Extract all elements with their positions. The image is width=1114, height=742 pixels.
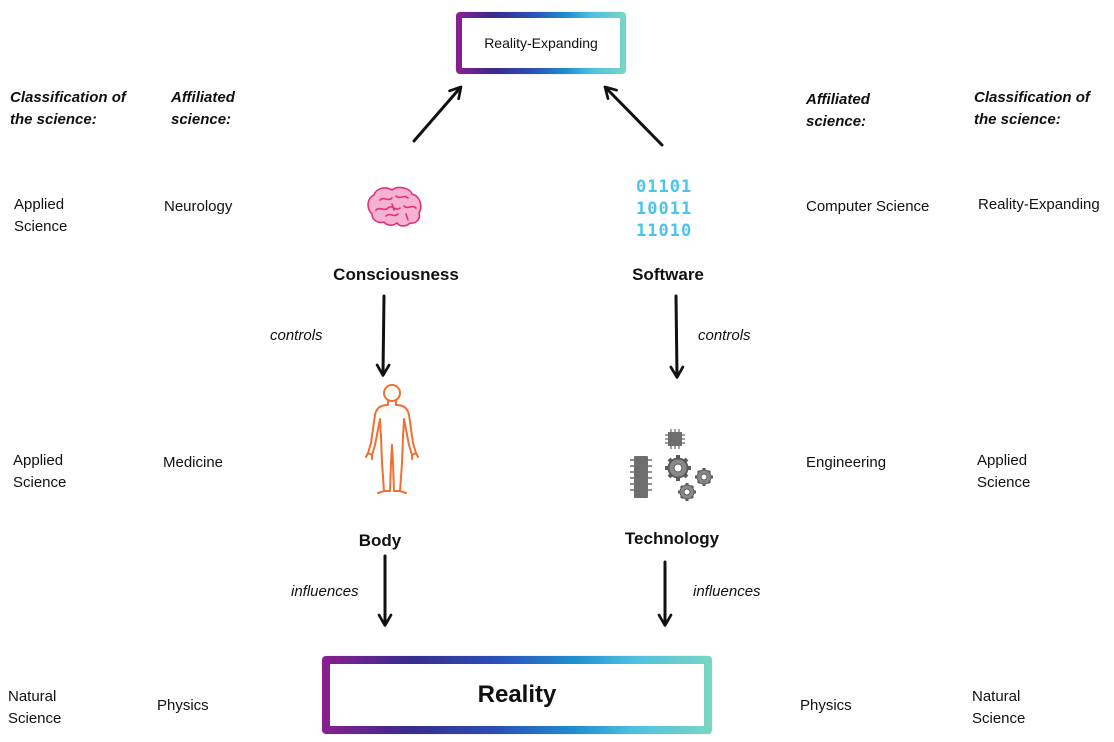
- row2-left-affiliated: Medicine: [163, 454, 224, 471]
- cell-line: Applied: [13, 452, 64, 469]
- row3-right-affiliated: Physics: [800, 697, 852, 714]
- brain-icon: [367, 186, 422, 227]
- left-influences-label: influences: [291, 583, 359, 600]
- reality-expanding-box-label: Reality-Expanding: [484, 35, 598, 51]
- cell-line: Applied: [14, 196, 65, 213]
- processor-chip-icon: [665, 429, 685, 449]
- arrow-software-controls-technology: [669, 294, 685, 379]
- row1-right-classification: Reality-Expanding: [978, 196, 1100, 213]
- row1-left-affiliated: Neurology: [164, 198, 233, 215]
- cell-line: Science: [14, 218, 68, 235]
- header-line: Classification of: [10, 89, 126, 106]
- row1-left-classification: Applied Science: [14, 194, 67, 238]
- row3-right-classification: Natural Science: [972, 686, 1025, 730]
- right-classification-header: Classification of the science:: [974, 87, 1114, 131]
- cell-line: Applied: [977, 452, 1028, 469]
- left-classification-header: Classification of the science:: [10, 87, 160, 131]
- right-affiliated-header: Affiliated science:: [806, 89, 926, 133]
- software-label: Software: [632, 265, 704, 284]
- gear-icon: [695, 468, 713, 486]
- header-line: Affiliated: [806, 91, 870, 108]
- cell-line: Science: [972, 710, 1026, 727]
- row2-right-classification: Applied Science: [977, 450, 1030, 494]
- gear-icon: [678, 483, 696, 501]
- binary-line: 11010: [636, 221, 693, 241]
- body-label: Body: [358, 531, 402, 550]
- left-affiliated-header: Affiliated science:: [171, 87, 291, 131]
- arrow-consciousness-controls-body: [375, 294, 391, 377]
- header-line: the science:: [974, 111, 1061, 128]
- right-influences-label: influences: [693, 583, 761, 600]
- arrow-software-to-reality-expanding: [603, 85, 664, 147]
- header-line: science:: [171, 111, 232, 128]
- binary-code-icon: 01101 10011 11010: [636, 176, 700, 242]
- reality-expanding-box: Reality-Expanding: [456, 12, 626, 74]
- row2-left-classification: Applied Science: [13, 450, 66, 494]
- row3-left-affiliated: Physics: [157, 697, 209, 714]
- technology-label: Technology: [624, 529, 720, 548]
- row3-left-classification: Natural Science: [8, 686, 61, 730]
- header-line: Affiliated: [171, 89, 235, 106]
- cell-line: Natural: [8, 688, 57, 705]
- row1-right-affiliated: Computer Science: [806, 198, 930, 215]
- binary-line: 01101: [636, 177, 693, 197]
- consciousness-label: Consciousness: [333, 265, 459, 284]
- header-line: Classification of: [974, 89, 1090, 106]
- arrow-consciousness-to-reality-expanding: [412, 85, 463, 143]
- memory-chip-icon: [630, 456, 652, 498]
- reality-box-label: Reality: [477, 681, 557, 708]
- technology-icon: [630, 429, 713, 501]
- reality-box: Reality: [322, 656, 712, 734]
- left-controls-label: controls: [270, 327, 323, 344]
- header-line: science:: [806, 113, 867, 130]
- human-body-icon: [365, 384, 419, 494]
- gear-icon: [665, 455, 691, 481]
- row2-right-affiliated: Engineering: [806, 454, 887, 471]
- header-line: the science:: [10, 111, 97, 128]
- cell-line: Science: [13, 474, 67, 491]
- cell-line: Science: [977, 474, 1031, 491]
- right-controls-label: controls: [698, 327, 751, 344]
- cell-line: Natural: [972, 688, 1021, 705]
- binary-line: 10011: [636, 199, 693, 219]
- cell-line: Science: [8, 710, 62, 727]
